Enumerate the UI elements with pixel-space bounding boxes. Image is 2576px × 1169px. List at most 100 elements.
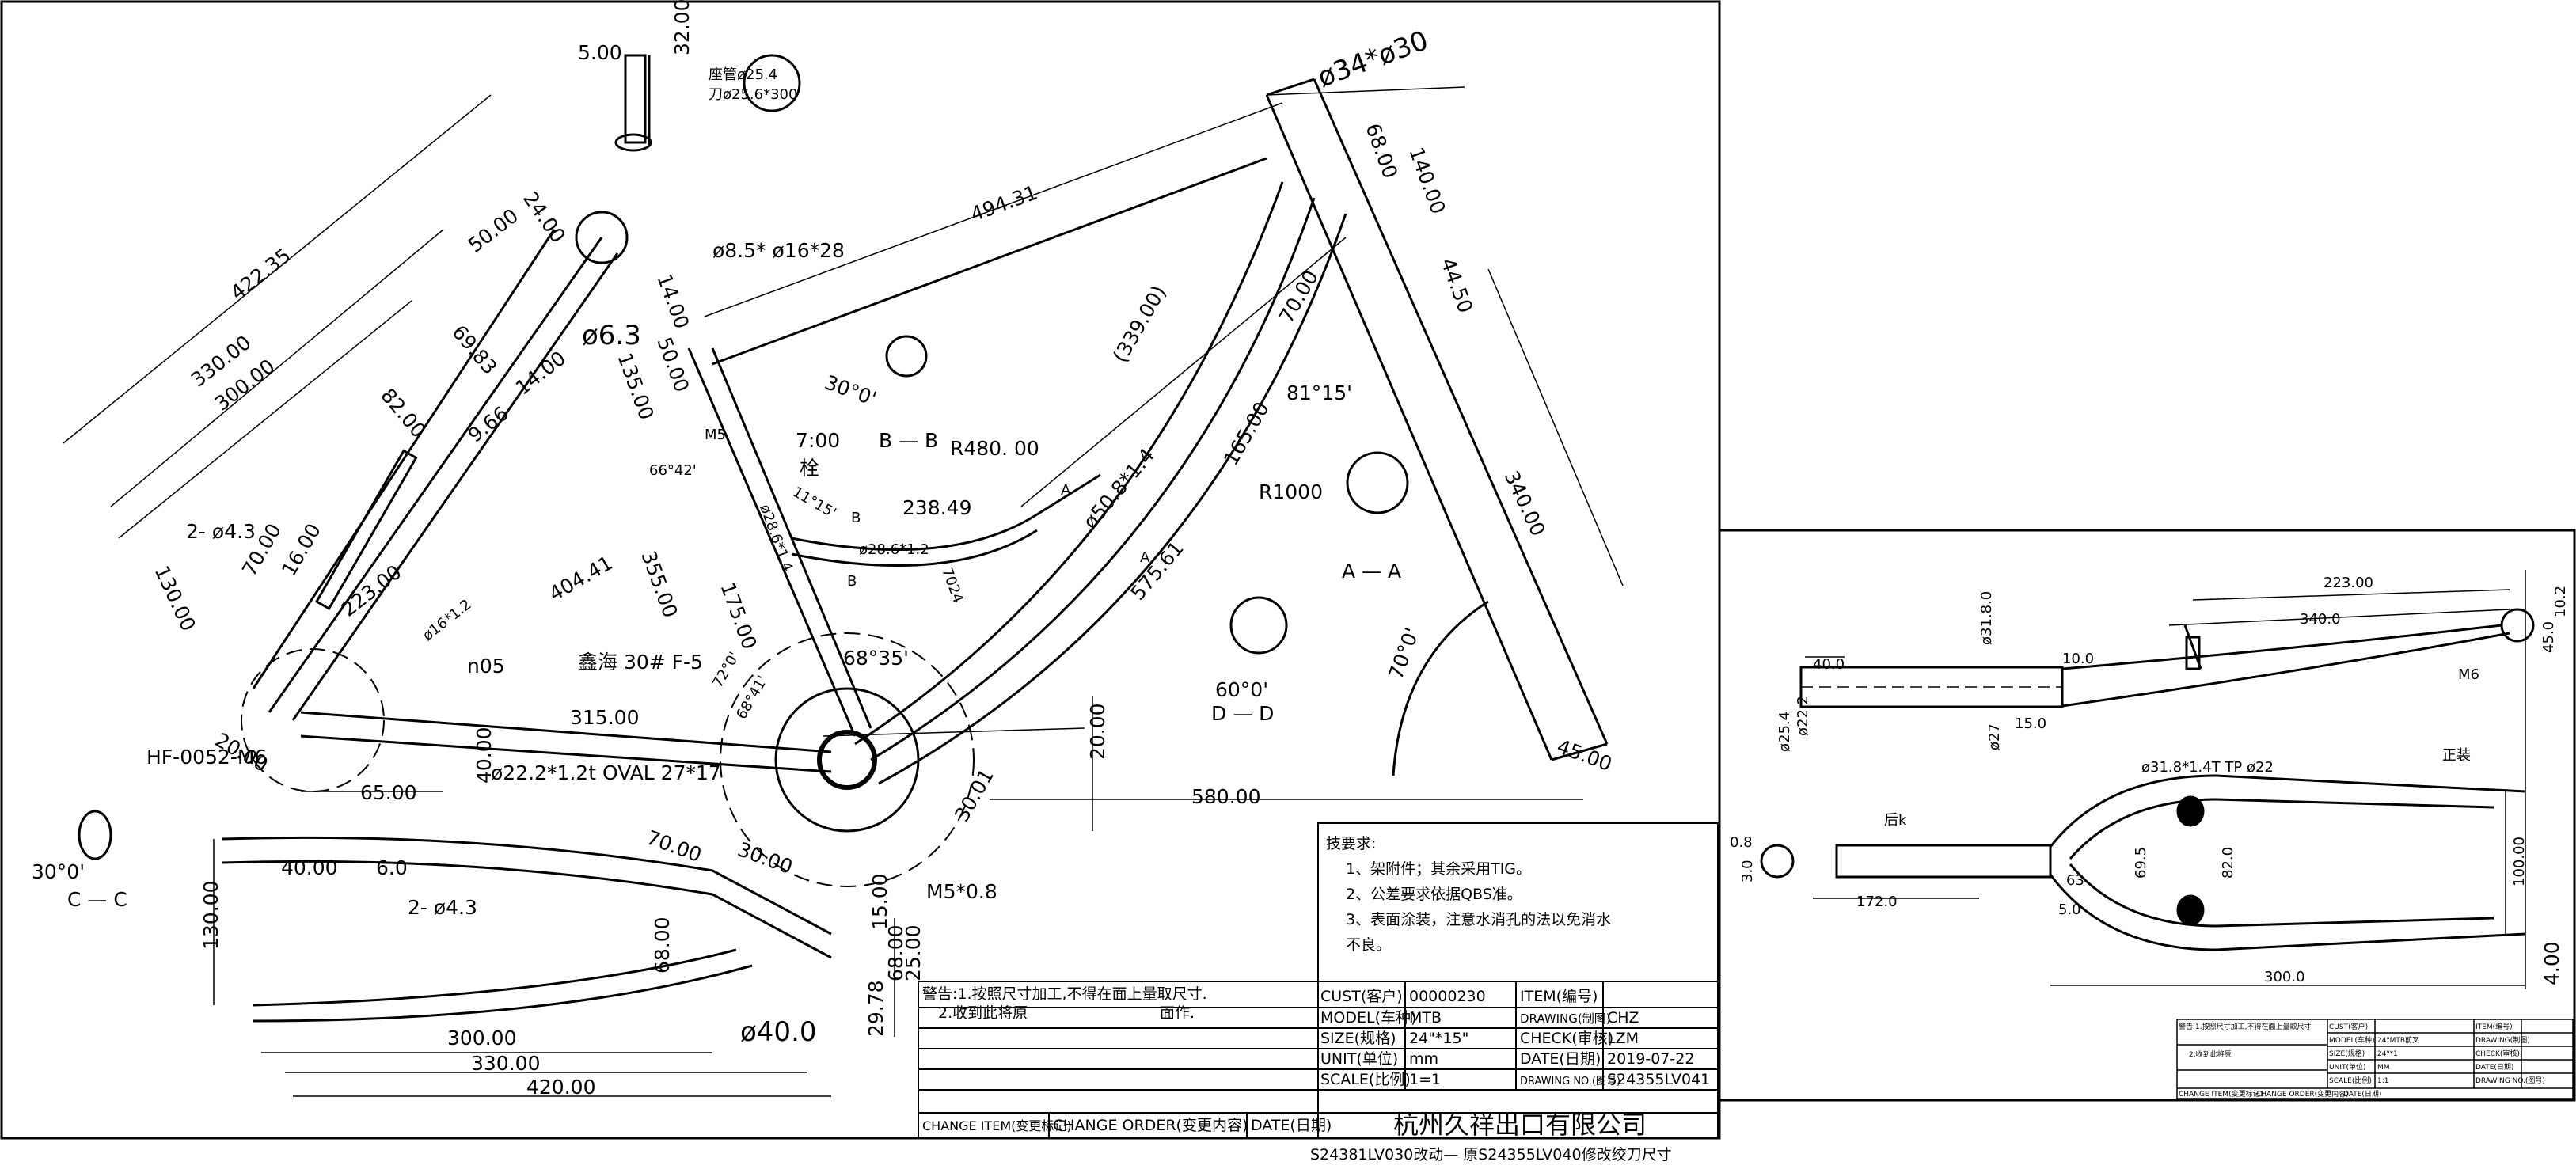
section-b2: B [847, 573, 857, 590]
mini-cell2-3: DATE(日期) [2475, 1063, 2513, 1072]
fork-dim-08: 0.8 [1730, 834, 1753, 851]
dim-4000: 40.00 [473, 727, 496, 784]
dim-580: 580.00 [1191, 785, 1260, 808]
title-block-text: 警告:1.按照尺寸加工,不得在面上量取尺寸. 2.收到此将原 面作. CUST(… [922, 985, 1710, 1163]
fork-dim-340: 340.0 [2300, 611, 2341, 628]
tech-item-4: 不良。 [1346, 936, 1391, 954]
dim-m58: M5*0.8 [926, 880, 997, 903]
change-order: CHANGE ORDER(变更内容) [1053, 1117, 1248, 1134]
warning-line1: 警告:1.按照尺寸加工,不得在面上量取尺寸. [922, 985, 1207, 1003]
dwgno-label: DRAWING NO.(图号) [1520, 1076, 1620, 1087]
cust-value: 00000230 [1409, 988, 1486, 1005]
dim-bolt: 栓 [800, 457, 819, 480]
dim-50: 50.00 [464, 204, 522, 257]
fork-dim-1720: 172.0 [1856, 894, 1898, 910]
fork-dim-102: 10.2 [2552, 586, 2569, 617]
dim-2500: 25.00 [902, 924, 925, 981]
fork-dim-450: 45.0 [2540, 621, 2557, 653]
mini-warn2: 2.收到此将原 [2189, 1049, 2232, 1059]
fork-dim-30: 3.0 [1739, 860, 1756, 882]
mini-cell2-1: DRAWING(制图) [2475, 1035, 2530, 1045]
cust-label: CUST(客户) [1320, 988, 1403, 1005]
fork-dim-254: ø25.4 [1776, 712, 1793, 752]
dim-135: 135.00 [613, 350, 658, 423]
dim-30c: 30°0' [32, 860, 85, 883]
section-a2: A [1140, 549, 1150, 566]
fork-dim-695: 69.5 [2133, 847, 2149, 879]
dim-70: 70.00 [1275, 267, 1323, 327]
check-label: CHECK(审核) [1520, 1030, 1613, 1047]
fork-mini-text: 警告:1.按照尺寸加工,不得在面上量取尺寸 2.收到此将原 CUST(客户) M… [2179, 1022, 2545, 1099]
dim-404: 404.41 [545, 551, 617, 605]
dim-286b: ø28.6*1.4 [756, 503, 796, 575]
dim-43b: 2- ø4.3 [408, 896, 477, 919]
dim-165: 165.00 [1219, 398, 1274, 469]
size-value: 24"*15" [1409, 1030, 1468, 1047]
dim-81: 81°15' [1286, 381, 1352, 404]
date-label: DATE(日期) [1520, 1050, 1601, 1068]
mini-val-3: MM [2377, 1064, 2390, 1072]
dim-1115: 11°15' [790, 484, 839, 522]
dim-7024: 7024 [938, 566, 966, 605]
item-label: ITEM(编号) [1520, 988, 1598, 1005]
fork-dim-3000: 300.0 [2264, 969, 2305, 985]
dim-3000: 300.00 [447, 1027, 516, 1049]
mini-footer-1: CHANGE ORDER(变更内容) [2256, 1089, 2349, 1099]
warning-line2: 2.收到此将原 [938, 1004, 1028, 1022]
mini-footer-0: CHANGE ITEM(变更标记) [2179, 1089, 2263, 1099]
fork-dim-318: ø31.8.0 [1978, 591, 1995, 645]
dim-8200: 82.00 [376, 384, 430, 442]
dim-340: 340.00 [1500, 467, 1550, 540]
mini-val-4: 1:1 [2377, 1077, 2388, 1085]
dim-600: 60°0' [1215, 678, 1268, 701]
fork-drawing [1760, 608, 2535, 951]
model-value: MTB [1409, 1009, 1442, 1027]
dim-R480: R480. 00 [950, 437, 1039, 460]
fork-dimensions: 223.00 340.0 40.0 ø31.8.0 10.0 ø25.4 ø22… [1730, 575, 2569, 985]
fork-sheet-border [1718, 529, 2576, 1102]
dim-6835: 68°35' [843, 647, 909, 670]
mini-val-2: 24"*1 [2377, 1050, 2398, 1058]
fork-dim-1000: 100.00 [2511, 837, 2528, 886]
unit-value: mm [1409, 1050, 1438, 1068]
dim-seat-clamp-32: 32.00 [671, 0, 693, 55]
dim-6800: 68.00 [651, 917, 674, 974]
tech-item-1: 1、架附件；其余采用TIG。 [1346, 860, 1531, 878]
dim-60: 6.0 [376, 856, 408, 879]
dim-222: ø22.2*1.2t OVAL 27*17 [491, 761, 721, 784]
fork-dim-tube: ø31.8*1.4T TP ø22 [2141, 759, 2274, 776]
fork-dim-zheng: 正装 [2442, 747, 2471, 764]
tech-requirements: 技要求: 1、架附件；其余采用TIG。 2、公差要求依据QBS准。 3、表面涂装… [1317, 822, 1719, 982]
dim-68: 68.00 [1361, 120, 1402, 181]
dimension-lines [63, 86, 1624, 1097]
check-value: LZM [1607, 1030, 1639, 1047]
dim-238: 238.49 [902, 496, 971, 519]
dim-hf: HF-0052-M6 [146, 746, 267, 769]
mini-cell-0: CUST(客户) [2329, 1022, 2368, 1031]
dim-m5: M5 [705, 427, 726, 443]
scale-value: 1=1 [1409, 1071, 1441, 1088]
section-dd: D — D [1211, 702, 1274, 725]
fork-dim-M6: M6 [2458, 666, 2479, 683]
dim-6500: 65.00 [360, 781, 417, 804]
tech-item-3: 3、表面涂装，注意水消孔的法以免消水 [1346, 911, 1611, 928]
dim-16: 16.00 [277, 520, 325, 580]
dim-286: ø28.6*1.2 [859, 541, 929, 558]
fork-dim-27: ø27 [1986, 723, 2003, 750]
section-a1: A [1061, 482, 1071, 499]
mini-footer-2: DATE(日期) [2343, 1090, 2381, 1099]
dwgno-value: S24355LV041 [1607, 1071, 1710, 1088]
dim-n05: n05 [467, 655, 505, 677]
fork-mini-title-block [2176, 1019, 2574, 1099]
mini-cell2-2: CHECK(审核) [2475, 1049, 2520, 1058]
dim-30b: 30.00 [735, 837, 796, 879]
dim-700: 7:00 [796, 429, 840, 452]
section-b1: B [851, 510, 861, 526]
fork-dim-222: ø22.2 [1795, 696, 1811, 736]
section-aa: A — A [1342, 560, 1401, 583]
dim-722: 72°0' [709, 649, 743, 690]
dim-1400b: 14.00 [652, 271, 693, 332]
mini-cell-3: UNIT(单位) [2329, 1062, 2366, 1072]
fork-dim-hou: 后k [1884, 812, 1907, 829]
